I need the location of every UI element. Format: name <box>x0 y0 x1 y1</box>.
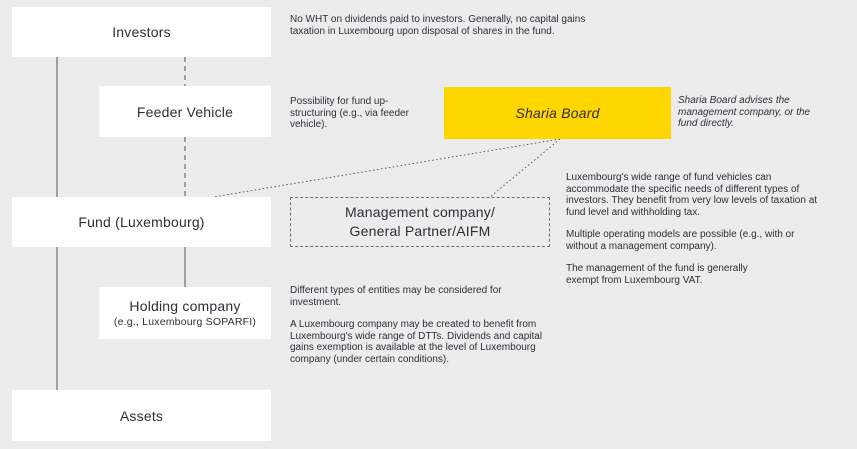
investors-box: Investors <box>12 7 271 57</box>
holding-company-label: Holding company <box>129 298 241 314</box>
management-company-box: Management company/ General Partner/AIFM <box>290 197 550 247</box>
sharia-board-box: Sharia Board <box>444 87 671 139</box>
feeder-vehicle-box: Feeder Vehicle <box>99 86 271 137</box>
fund-note-p1: Luxembourg's wide range of fund vehicles… <box>566 172 818 218</box>
fund-note: Luxembourg's wide range of fund vehicles… <box>566 172 828 297</box>
sharia-mgmt-dotted-line <box>489 138 561 198</box>
holding-company-box: Holding company (e.g., Luxembourg SOPARF… <box>99 287 271 339</box>
assets-box: Assets <box>12 390 271 441</box>
fund-box: Fund (Luxembourg) <box>12 197 271 247</box>
sharia-fund-dotted-line <box>212 138 561 198</box>
feeder-note: Possibility for fund up-structuring (e.g… <box>290 96 428 142</box>
investors-note: No WHT on dividends paid to investors. G… <box>290 14 610 48</box>
holding-company-sublabel: (e.g., Luxembourg SOPARFI) <box>113 316 257 328</box>
fund-note-p3: The management of the fund is generally … <box>566 263 748 286</box>
sharia-note: Sharia Board advises the management comp… <box>678 95 818 141</box>
management-company-label-line1: Management company/ <box>344 204 496 220</box>
sharia-board-label: Sharia Board <box>515 105 600 121</box>
holding-note: Different types of entities may be consi… <box>290 285 558 376</box>
investors-label: Investors <box>112 24 171 40</box>
management-company-label-line2: General Partner/AIFM <box>349 223 491 239</box>
holding-note-p1: Different types of entities may be consi… <box>290 285 502 308</box>
fund-note-p2: Multiple operating models are possible (… <box>566 229 795 252</box>
feeder-vehicle-label: Feeder Vehicle <box>136 103 234 120</box>
holding-note-p2: A Luxembourg company may be created to b… <box>290 319 543 365</box>
investors-note-text: No WHT on dividends paid to investors. G… <box>290 14 586 37</box>
sharia-note-text: Sharia Board advises the management comp… <box>678 95 811 129</box>
feeder-note-text: Possibility for fund up-structuring (e.g… <box>290 96 409 130</box>
assets-label: Assets <box>119 407 164 424</box>
fund-label: Fund (Luxembourg) <box>78 214 205 230</box>
